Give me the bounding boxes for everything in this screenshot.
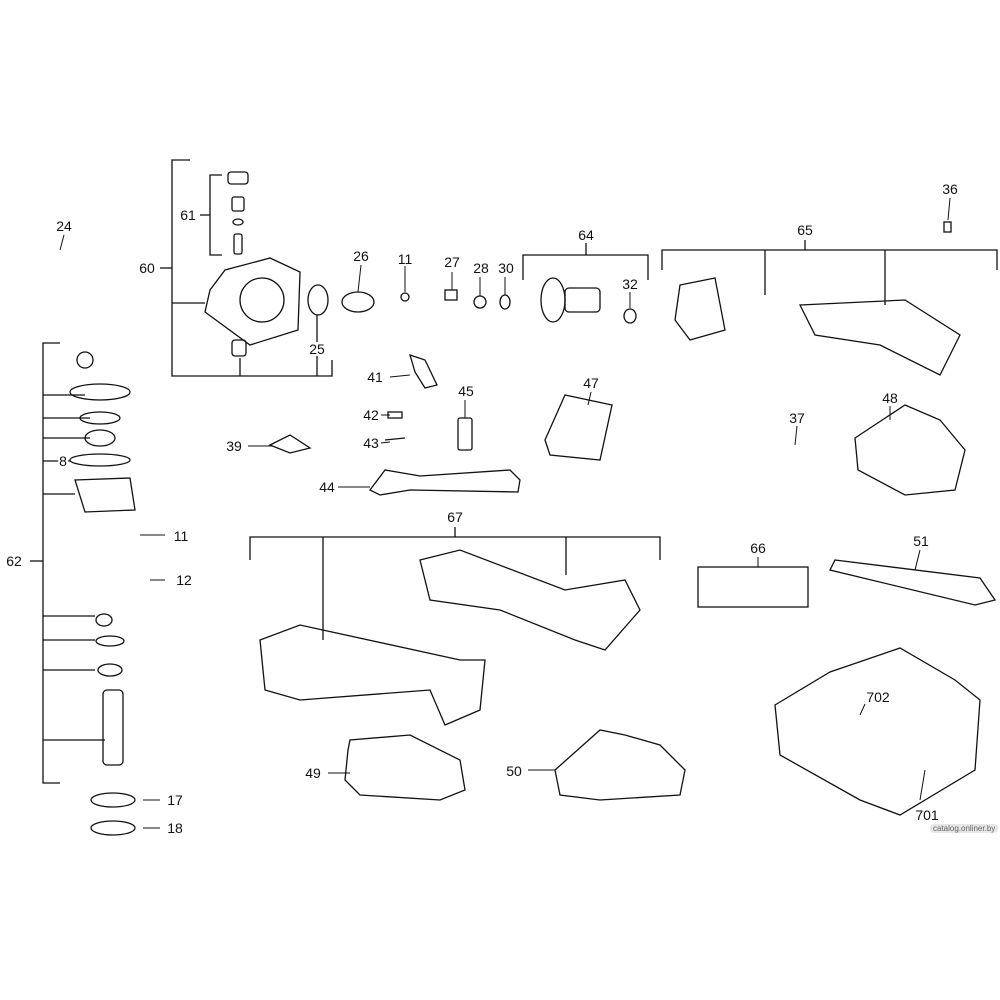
leader-lines [59, 197, 951, 829]
bracket-65 [661, 240, 998, 305]
label-27: 27 [443, 254, 461, 270]
label-49: 49 [304, 765, 322, 781]
label-51: 51 [912, 533, 930, 549]
label-702: 702 [865, 689, 891, 705]
label-18: 18 [166, 820, 184, 836]
label-11-top: 11 [396, 251, 414, 267]
label-11-left: 11 [172, 528, 190, 544]
label-67: 67 [446, 509, 464, 525]
label-701: 701 [914, 807, 940, 823]
label-42: 42 [362, 407, 380, 423]
bracket-60 [160, 159, 333, 377]
label-50: 50 [505, 763, 523, 779]
label-37: 37 [788, 410, 806, 426]
bracket-64 [522, 243, 649, 280]
label-26: 26 [352, 248, 370, 264]
label-65: 65 [796, 222, 814, 238]
label-43: 43 [362, 435, 380, 451]
label-66: 66 [749, 540, 767, 556]
label-47: 47 [582, 375, 600, 391]
label-61: 61 [179, 207, 197, 223]
label-62: 62 [5, 553, 23, 569]
label-36: 36 [941, 181, 959, 197]
label-60: 60 [138, 260, 156, 276]
label-12: 12 [175, 572, 193, 588]
label-28: 28 [472, 260, 490, 276]
label-44: 44 [318, 479, 336, 495]
label-64: 64 [577, 227, 595, 243]
label-8: 8 [58, 453, 68, 469]
label-41: 41 [366, 369, 384, 385]
label-48: 48 [881, 390, 899, 406]
label-25: 25 [308, 341, 326, 357]
label-24: 24 [55, 218, 73, 234]
bracket-62 [30, 342, 105, 784]
label-30: 30 [497, 260, 515, 276]
bracket-67 [249, 527, 661, 640]
label-39: 39 [225, 438, 243, 454]
label-32: 32 [621, 276, 639, 292]
label-45: 45 [457, 383, 475, 399]
part-shapes [69, 171, 997, 836]
label-17: 17 [166, 792, 184, 808]
watermark: catalog.onliner.by [930, 824, 999, 833]
